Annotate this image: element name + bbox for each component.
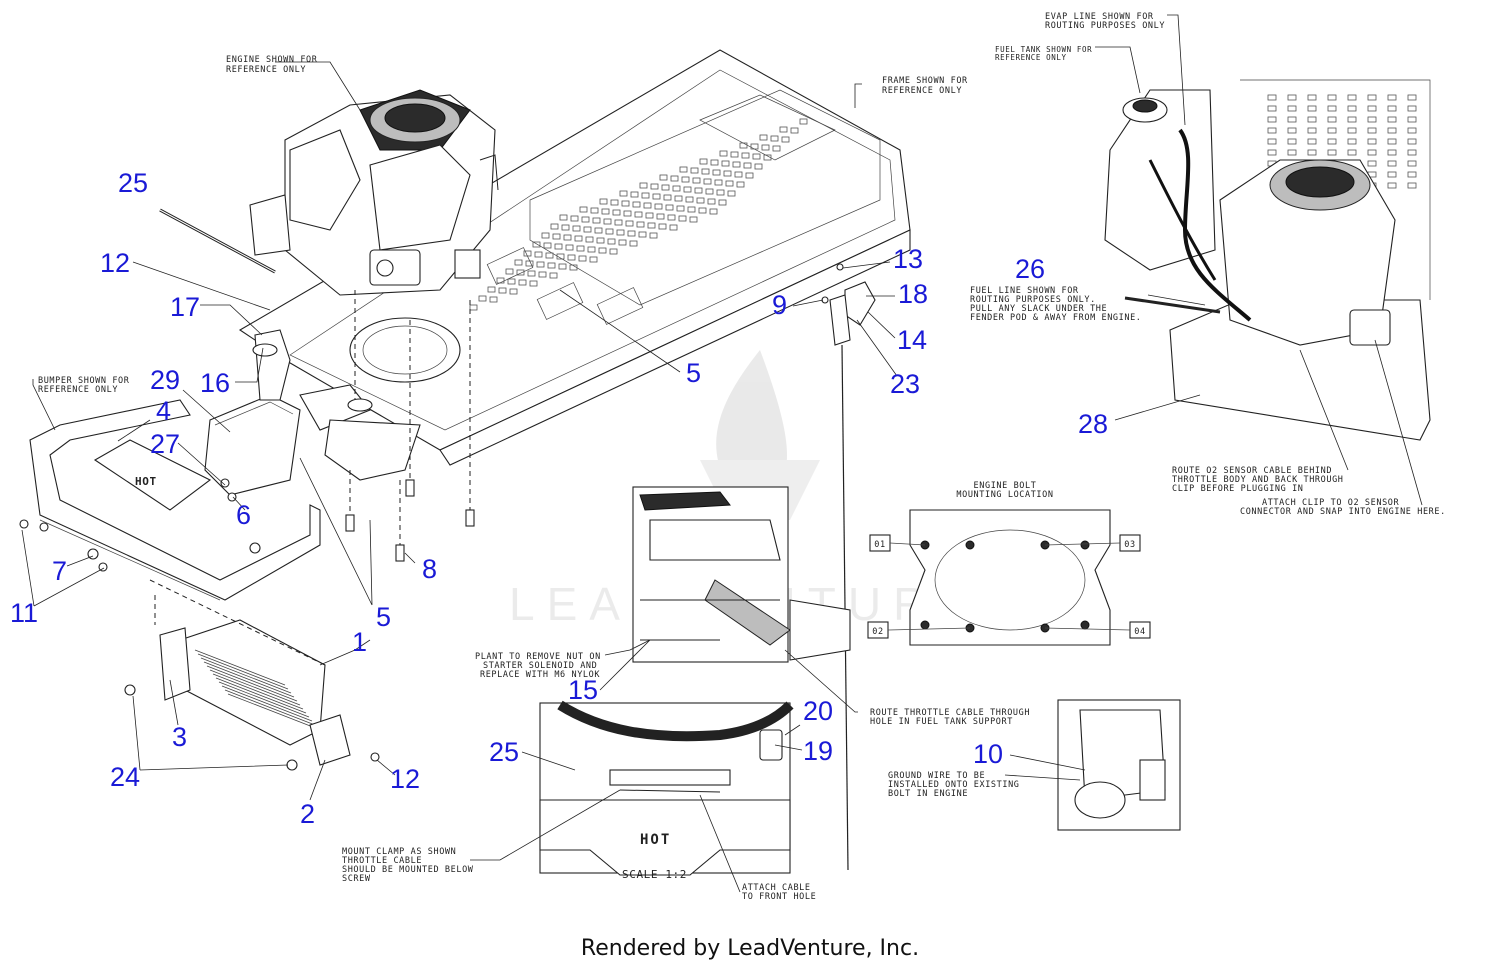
leader-lines — [21, 14, 1423, 893]
callout-27[interactable]: 27 — [150, 429, 180, 459]
muffler — [204, 329, 421, 496]
note-throttle-1: ROUTE THROTTLE CABLE THROUGH — [870, 708, 1030, 718]
bumper: HOT — [29, 399, 321, 601]
note-plant-1: PLANT TO REMOVE NUT ON — [475, 652, 601, 662]
note-engine-ref-2: REFERENCE ONLY — [226, 65, 306, 75]
bolt-tag-02: 02 — [872, 627, 883, 637]
hot-label-detail: HOT — [640, 832, 671, 848]
note-o2-route-1: ROUTE O2 SENSOR CABLE BEHIND — [1172, 466, 1332, 476]
callout-16[interactable]: 16 — [200, 368, 230, 398]
note-ground-1: GROUND WIRE TO BE — [888, 771, 985, 781]
callout-24[interactable]: 24 — [110, 762, 140, 792]
note-evap-1: EVAP LINE SHOWN FOR — [1045, 12, 1154, 22]
callout-2[interactable]: 2 — [300, 799, 315, 829]
note-plant-2: STARTER SOLENOID AND — [483, 661, 597, 671]
callout-18[interactable]: 18 — [898, 279, 928, 309]
note-evap-2: ROUTING PURPOSES ONLY — [1045, 21, 1165, 31]
callout-13[interactable]: 13 — [893, 244, 923, 274]
footer-credit: Rendered by LeadVenture, Inc. — [580, 936, 920, 961]
callout-11[interactable]: 11 — [10, 598, 38, 628]
note-plant-3: REPLACE WITH M6 NYLOK — [480, 670, 600, 680]
note-ground-2: INSTALLED ONTO EXISTING — [888, 780, 1020, 790]
detail-fuel-tank — [1104, 79, 1431, 441]
bolt-tag-03: 03 — [1124, 540, 1135, 550]
heat-shield — [124, 619, 380, 771]
note-engine-ref-1: ENGINE SHOWN FOR — [226, 55, 318, 65]
notes: ENGINE SHOWN FOR REFERENCE ONLY FRAME SH… — [38, 12, 1446, 902]
note-o2-route-2: THROTTLE BODY AND BACK THROUGH — [1172, 475, 1344, 485]
note-fuel-tank-2: REFERENCE ONLY — [995, 53, 1067, 62]
bolt-tag-01: 01 — [874, 540, 885, 550]
callout-4[interactable]: 4 — [156, 396, 171, 426]
note-scale: SCALE 1:2 — [622, 868, 687, 881]
callout-23[interactable]: 23 — [890, 369, 920, 399]
callout-20[interactable]: 20 — [803, 696, 833, 726]
assembly-lines — [149, 290, 471, 666]
callout-10[interactable]: 10 — [973, 739, 1003, 769]
throttle-bracket — [821, 263, 876, 871]
part-25-line — [159, 208, 276, 274]
note-clamp-1: MOUNT CLAMP AS SHOWN — [342, 847, 456, 857]
note-fuel-line-3: PULL ANY SLACK UNDER THE — [970, 304, 1107, 314]
note-bumper-ref-1: BUMPER SHOWN FOR — [38, 376, 130, 386]
callout-8[interactable]: 8 — [422, 554, 437, 584]
note-attach-2: TO FRONT HOLE — [742, 892, 816, 902]
callout-26[interactable]: 26 — [1015, 254, 1045, 284]
note-fuel-line-4: FENDER POD & AWAY FROM ENGINE. — [970, 313, 1142, 323]
note-fuel-line-1: FUEL LINE SHOWN FOR — [970, 286, 1079, 296]
note-frame-ref-1: FRAME SHOWN FOR — [882, 76, 968, 86]
hardware — [19, 478, 475, 572]
callouts: 25 12 17 29 16 4 27 6 7 11 8 5 5 1 3 24 … — [10, 168, 1108, 829]
detail-clamp: HOT — [539, 700, 794, 876]
note-o2-clip-2: CONNECTOR AND SNAP INTO ENGINE HERE. — [1240, 507, 1446, 517]
callout-25-lower[interactable]: 25 — [489, 737, 519, 767]
note-fuel-tank-1: FUEL TANK SHOWN FOR — [995, 45, 1092, 54]
frame — [238, 49, 911, 466]
callout-1[interactable]: 1 — [352, 627, 367, 657]
detail-throttle — [632, 486, 851, 663]
callout-28[interactable]: 28 — [1078, 409, 1108, 439]
callout-7[interactable]: 7 — [52, 556, 67, 586]
note-bolt-1: ENGINE BOLT — [974, 481, 1037, 491]
hot-label: HOT — [135, 475, 157, 488]
detail-ground-wire — [1057, 699, 1181, 831]
callout-5[interactable]: 5 — [686, 358, 701, 388]
note-o2-route-3: CLIP BEFORE PLUGGING IN — [1172, 484, 1304, 494]
callout-5-lower[interactable]: 5 — [376, 602, 391, 632]
bolt-tag-04: 04 — [1134, 627, 1145, 637]
engine — [249, 89, 499, 296]
note-clamp-2: THROTTLE CABLE — [342, 856, 422, 866]
callout-19[interactable]: 19 — [803, 736, 833, 766]
note-throttle-2: HOLE IN FUEL TANK SUPPORT — [870, 717, 1013, 727]
bolt-location-diagram: 01 02 03 04 — [867, 509, 1151, 646]
callout-29[interactable]: 29 — [150, 365, 180, 395]
callout-9[interactable]: 9 — [772, 290, 787, 320]
note-bumper-ref-2: REFERENCE ONLY — [38, 385, 118, 395]
note-ground-3: BOLT IN ENGINE — [888, 789, 968, 799]
callout-17[interactable]: 17 — [170, 292, 200, 322]
note-clamp-3: SHOULD BE MOUNTED BELOW — [342, 865, 474, 875]
note-attach-1: ATTACH CABLE — [742, 883, 811, 893]
callout-12[interactable]: 12 — [100, 248, 130, 278]
note-frame-ref-2: REFERENCE ONLY — [882, 86, 962, 96]
note-o2-clip-1: ATTACH CLIP TO O2 SENSOR — [1262, 498, 1400, 508]
note-bolt-2: MOUNTING LOCATION — [956, 490, 1053, 500]
callout-15[interactable]: 15 — [568, 675, 598, 705]
callout-12-lower[interactable]: 12 — [390, 764, 420, 794]
callout-25[interactable]: 25 — [118, 168, 148, 198]
callout-6[interactable]: 6 — [236, 500, 251, 530]
note-clamp-4: SCREW — [342, 874, 371, 884]
callout-14[interactable]: 14 — [897, 325, 927, 355]
callout-3[interactable]: 3 — [172, 722, 187, 752]
note-fuel-line-2: ROUTING PURPOSES ONLY. — [970, 295, 1096, 305]
